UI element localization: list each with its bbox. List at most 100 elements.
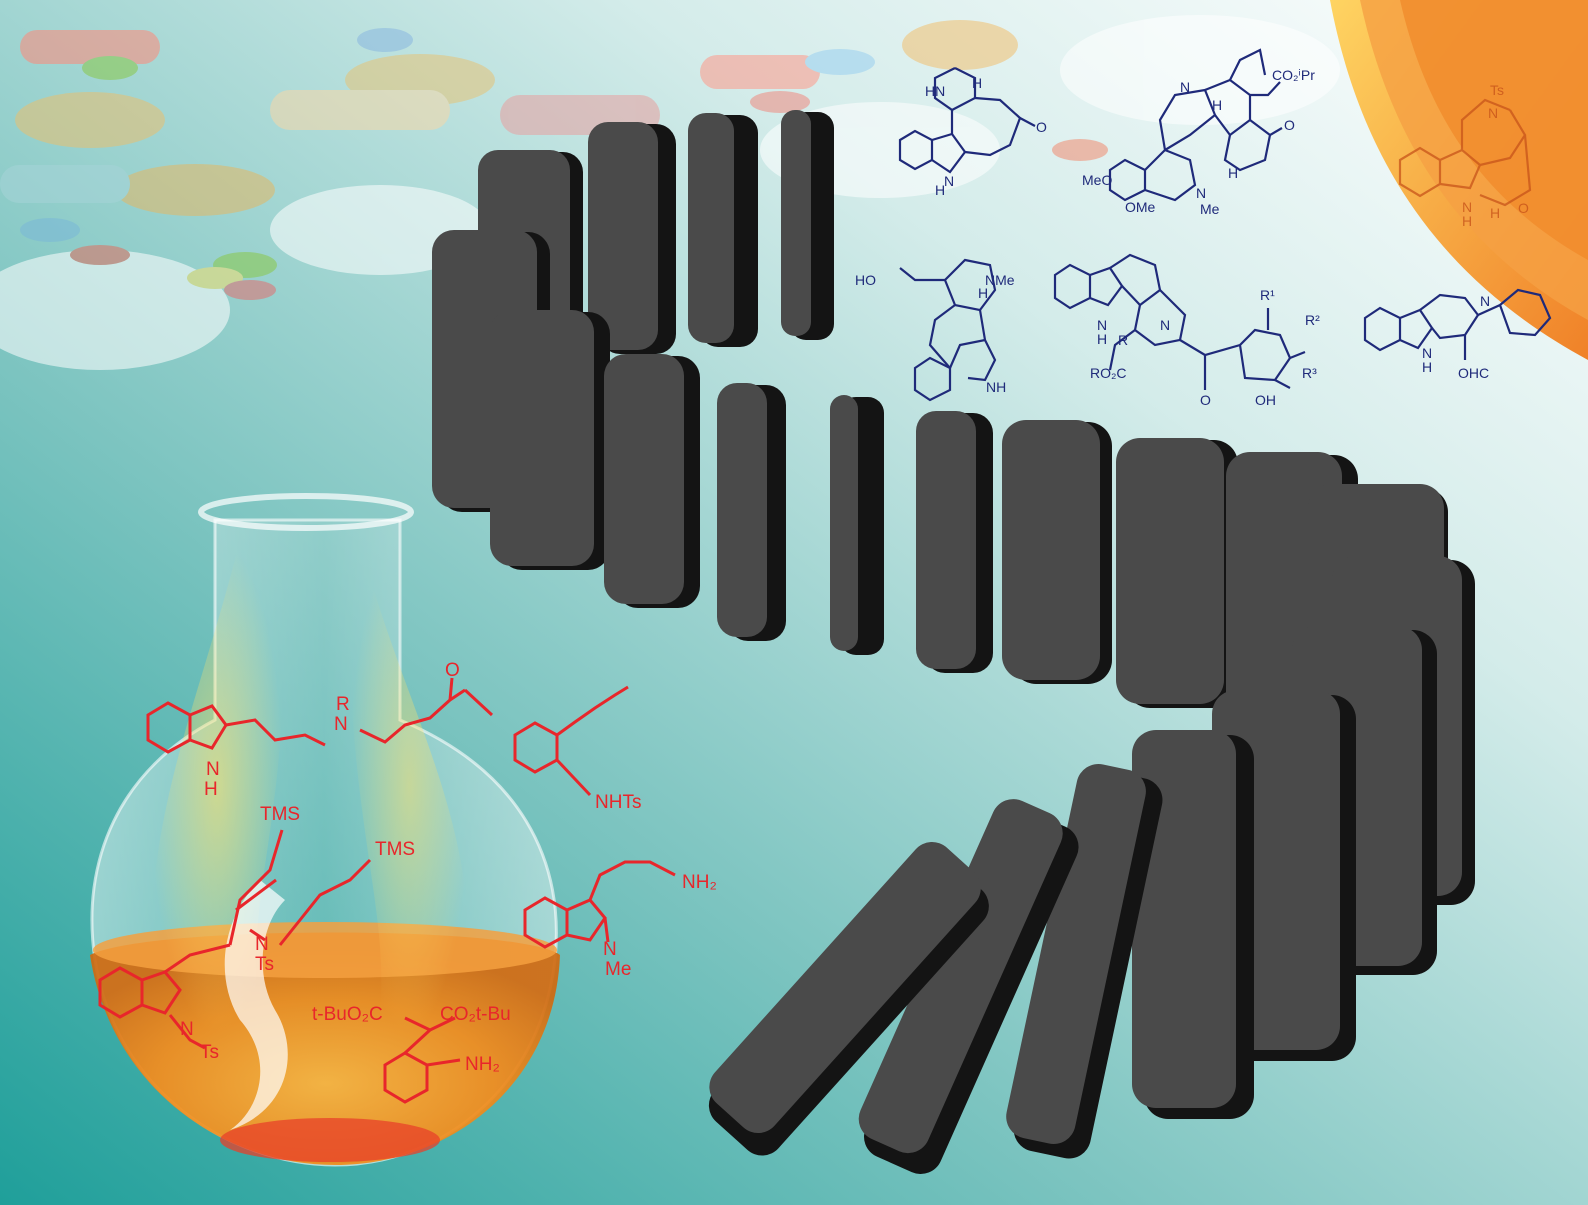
pill-small (82, 56, 138, 80)
red-label-nh-n: N (206, 759, 220, 780)
reaction-flask (90, 493, 560, 1167)
red-label-n-indole: N (180, 1019, 194, 1040)
domino (588, 122, 676, 354)
pill-capsule (0, 165, 130, 203)
pill-small (224, 280, 276, 300)
pill-tablet (115, 164, 275, 216)
domino (688, 113, 758, 347)
flask-rim (198, 493, 414, 531)
blue-label-r: R (1118, 332, 1128, 348)
domino (717, 383, 786, 641)
blue-label-n2: N (1180, 79, 1190, 95)
blue-label-h2: H (1212, 97, 1222, 113)
domino (916, 411, 993, 673)
red-molecules (98, 677, 676, 1104)
domino (1116, 438, 1238, 708)
pill-capsule (270, 90, 450, 130)
blue-label-nh3: NH (986, 379, 1006, 395)
pill-tablet (1060, 15, 1340, 125)
red-label-nhts: NHTs (595, 792, 641, 813)
blue-labels: HN H O N H N H CO₂ⁱPr O MeO OMe N Me H H… (855, 67, 1490, 408)
blue-label-h5: H (1422, 359, 1432, 375)
red-label-tms1: TMS (260, 804, 300, 825)
blue-label-r3: R³ (1302, 365, 1317, 381)
red-label-n: N (334, 714, 348, 735)
pill-small (1052, 139, 1108, 161)
domino (490, 310, 610, 570)
flame-white (224, 880, 288, 1130)
pill-small (187, 267, 243, 289)
blue-label-h4: H (1097, 331, 1107, 347)
orange-label-ts: Ts (1490, 82, 1504, 98)
blue-label-h3: H (978, 285, 988, 301)
red-label-nh-h: H (204, 779, 218, 800)
blue-label-r2: R² (1305, 312, 1320, 328)
blue-label-h2b: H (1228, 165, 1238, 181)
red-label-ts1: Ts (255, 954, 274, 975)
domino-falling (708, 841, 989, 1156)
blue-label-o2: O (1284, 117, 1295, 133)
blue-label-me: Me (1200, 201, 1220, 217)
domino (830, 395, 884, 655)
blue-molecules (898, 48, 1552, 402)
red-label-ts2: Ts (200, 1042, 219, 1063)
orange-label-o: O (1518, 200, 1529, 216)
orange-molecule (1398, 98, 1532, 207)
blue-label-co2ipr: CO₂ⁱPr (1272, 67, 1315, 83)
blue-label-n-me: N (1196, 185, 1206, 201)
blue-label-n5b: N (1480, 293, 1490, 309)
pill-small (357, 28, 413, 52)
pill-small (70, 245, 130, 265)
pill-small (20, 218, 80, 242)
blue-label-nh-h: H (935, 182, 945, 198)
blue-label-r1: R¹ (1260, 287, 1275, 303)
blue-label-n5: N (1422, 345, 1432, 361)
pill-small (750, 91, 810, 113)
domino (604, 354, 700, 608)
pill-tablet (902, 20, 1018, 70)
pill-small (805, 49, 875, 75)
domino-falling (858, 799, 1079, 1175)
blue-label-o: O (1036, 119, 1047, 135)
orange-label-nh: N (1462, 199, 1472, 215)
blue-label-meo: MeO (1082, 172, 1112, 188)
blue-label-ohc: OHC (1458, 365, 1489, 381)
orange-label-h: H (1490, 205, 1500, 221)
blue-label-n: N (944, 173, 954, 189)
blue-label-ome: OMe (1125, 199, 1156, 215)
dominoes (432, 110, 1475, 1175)
red-label-n-ts: N (255, 934, 269, 955)
pill-tablet (0, 250, 230, 370)
pill-tablet (15, 92, 165, 148)
red-label-o: O (445, 660, 460, 681)
blue-label-o4: O (1200, 392, 1211, 408)
pill-capsule (700, 55, 820, 89)
blue-label-hn: HN (925, 83, 945, 99)
flame-glow (348, 540, 470, 1033)
blue-label-nme: NMe (985, 272, 1015, 288)
red-label-nh2-top: NH₂ (682, 872, 717, 893)
red-label-r: R (336, 694, 350, 715)
blue-label-n4b: N (1160, 317, 1170, 333)
red-label-n-me: N (603, 939, 617, 960)
blue-label-ro2c: RO₂C (1090, 365, 1127, 381)
red-label-nh2-bottom: NH₂ (465, 1054, 500, 1075)
red-label-tms2: TMS (375, 839, 415, 860)
red-label-ester-left: t-BuO₂C (312, 1004, 383, 1025)
domino (1132, 730, 1254, 1119)
red-label-ester-right: CO₂t-Bu (440, 1004, 511, 1025)
blue-label-ho: HO (855, 272, 876, 288)
domino-falling (1006, 763, 1163, 1159)
red-labels: R N O N H TMS TMS NHTs N Ts N Ts NH₂ N M… (180, 660, 717, 1075)
domino (1002, 420, 1112, 684)
orange-label-n: N (1488, 105, 1498, 121)
arc-core (1400, 0, 1588, 260)
blue-label-n4: N (1097, 317, 1107, 333)
blue-label-oh: OH (1255, 392, 1276, 408)
pill-capsule (20, 30, 160, 64)
flask-hotspot (220, 1118, 440, 1162)
red-label-me: Me (605, 959, 631, 980)
domino (781, 110, 834, 340)
blue-label-h: H (972, 75, 982, 91)
